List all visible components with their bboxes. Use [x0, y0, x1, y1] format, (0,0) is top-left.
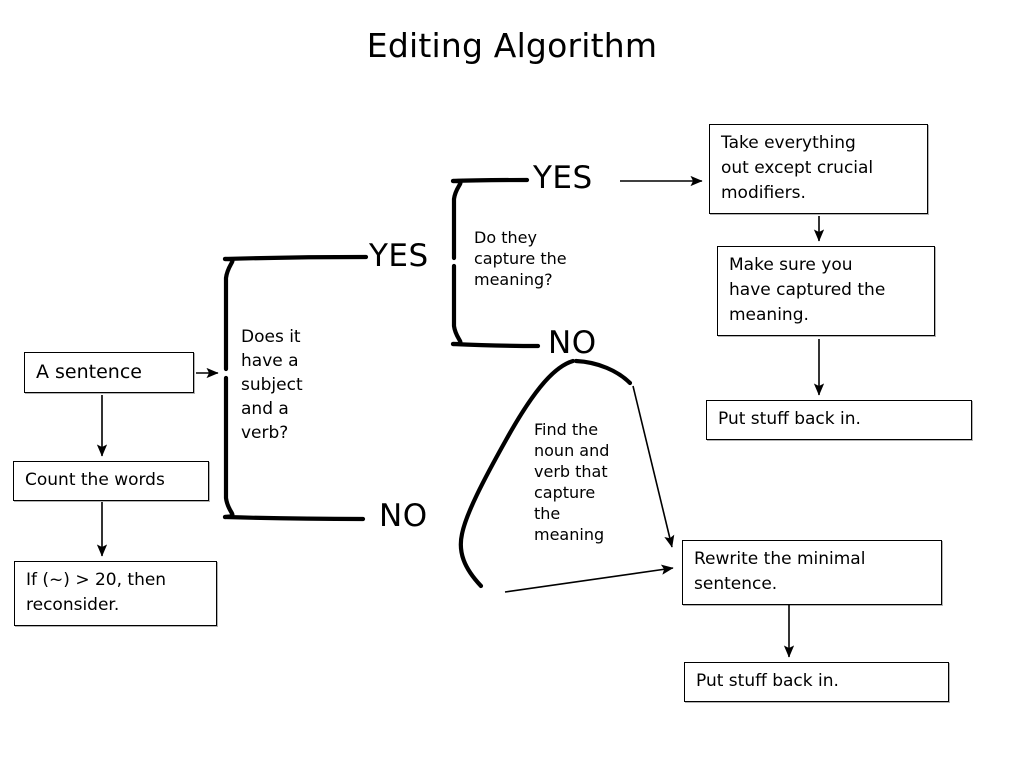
brace-outer-arm-yes — [222, 254, 369, 262]
brace-outer-arm-no — [222, 514, 366, 522]
note-capture-meaning-question: Do they capture the meaning? — [474, 228, 567, 289]
box-take-everything-out[interactable]: Take everything out except crucial modif… — [709, 124, 928, 214]
brace-outer-lower — [222, 375, 235, 520]
brace-inner-lower — [450, 263, 463, 347]
note-find-noun-and-verb: Find the noun and verb that capture the … — [534, 420, 610, 544]
brace-inner-arm-yes — [450, 177, 530, 184]
brace-inner-arm-no — [450, 341, 541, 349]
brace-outer-upper — [222, 256, 235, 372]
box-reconsider[interactable]: If (~) > 20, then reconsider. — [14, 561, 217, 626]
branch-label-no-inner: NO — [548, 325, 597, 361]
brace-inner-upper — [450, 178, 463, 261]
brace-no-arm-right — [573, 358, 633, 386]
box-a-sentence[interactable]: A sentence — [24, 352, 194, 393]
branch-label-no-outer: NO — [379, 498, 428, 534]
box-put-stuff-back-in-bottom[interactable]: Put stuff back in. — [684, 662, 949, 702]
box-make-sure-captured[interactable]: Make sure you have captured the meaning. — [717, 246, 935, 336]
branch-label-yes-outer: YES — [369, 238, 429, 274]
edge-no-to-rewrite — [632, 385, 675, 548]
branch-label-yes-inner: YES — [533, 160, 593, 196]
box-count-the-words[interactable]: Count the words — [13, 461, 209, 501]
box-put-stuff-back-in-top[interactable]: Put stuff back in. — [706, 400, 972, 440]
note-subject-verb-question: Does it have a subject and a verb? — [241, 327, 303, 443]
edge-find-noun-to-rewrite — [504, 564, 674, 593]
page-title: Editing Algorithm — [366, 26, 658, 65]
box-rewrite-minimal-sentence[interactable]: Rewrite the minimal sentence. — [682, 540, 942, 605]
